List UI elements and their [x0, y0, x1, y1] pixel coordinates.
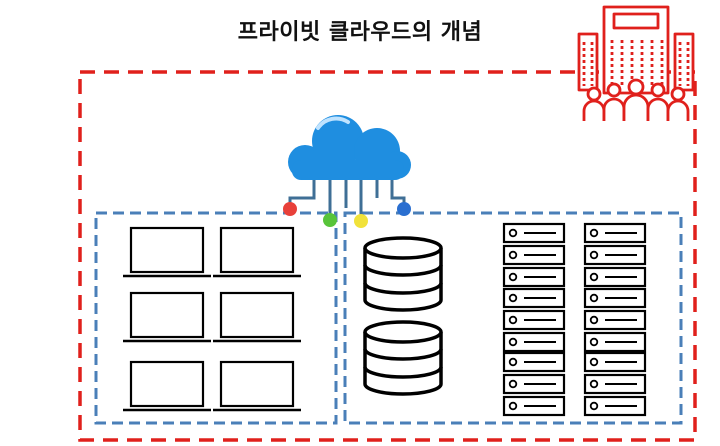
database-icon [363, 320, 443, 396]
server-rack-icon [502, 287, 566, 353]
laptop-icon [211, 360, 303, 412]
client-zone-boundary [94, 211, 338, 425]
laptop-icon [211, 291, 303, 343]
laptop-icon [121, 291, 213, 343]
server-rack-icon [583, 351, 647, 417]
database-icon [363, 236, 443, 312]
diagram-title: 프라이빗 클라우드의 개념 [237, 20, 483, 45]
corporate-building-with-people-icon [577, 5, 695, 121]
laptop-icon [121, 226, 213, 278]
private-cloud-boundary [78, 70, 697, 442]
infrastructure-zone-boundary [343, 211, 683, 425]
laptop-icon [121, 360, 213, 412]
server-rack-icon [502, 351, 566, 417]
cloud-network-icon [283, 115, 411, 228]
server-rack-icon [502, 222, 566, 288]
server-rack-icon [583, 287, 647, 353]
server-rack-icon [583, 222, 647, 288]
laptop-icon [211, 226, 303, 278]
